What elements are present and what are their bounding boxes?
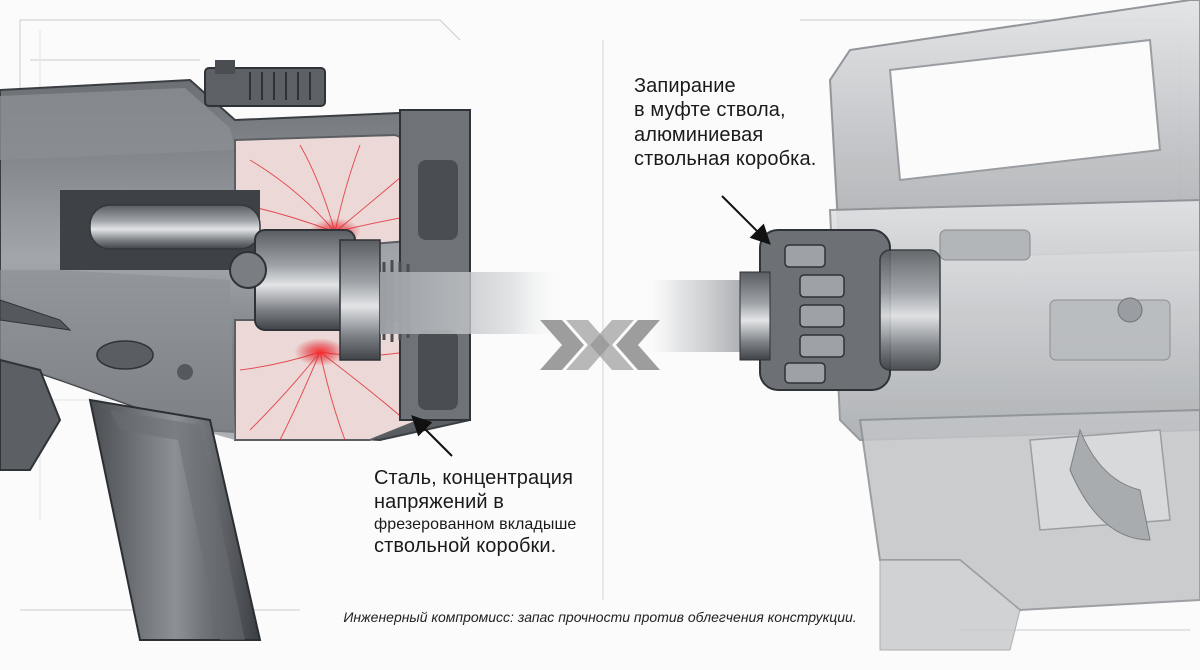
right-label-line-2: в муфте ствола,: [634, 98, 816, 122]
left-label-line-2: напряжений в: [374, 490, 576, 514]
left-label-line-1: Сталь, концентрация: [374, 466, 576, 490]
right-callout-label: Запирание в муфте ствола, алюминиевая ст…: [634, 74, 816, 172]
left-label-line-3: фрезерованном вкладыше: [374, 515, 576, 535]
right-label-line-4: ствольная коробка.: [634, 147, 816, 171]
left-callout-label: Сталь, концентрация напряжений в фрезеро…: [374, 466, 576, 559]
callout-arrow-right: [722, 196, 768, 242]
bottom-caption: Инженерный компромисс: запас прочности п…: [0, 609, 1200, 625]
right-label-line-1: Запирание: [634, 74, 816, 98]
right-label-line-3: алюминиевая: [634, 123, 816, 147]
left-label-line-4: ствольной коробки.: [374, 534, 576, 558]
